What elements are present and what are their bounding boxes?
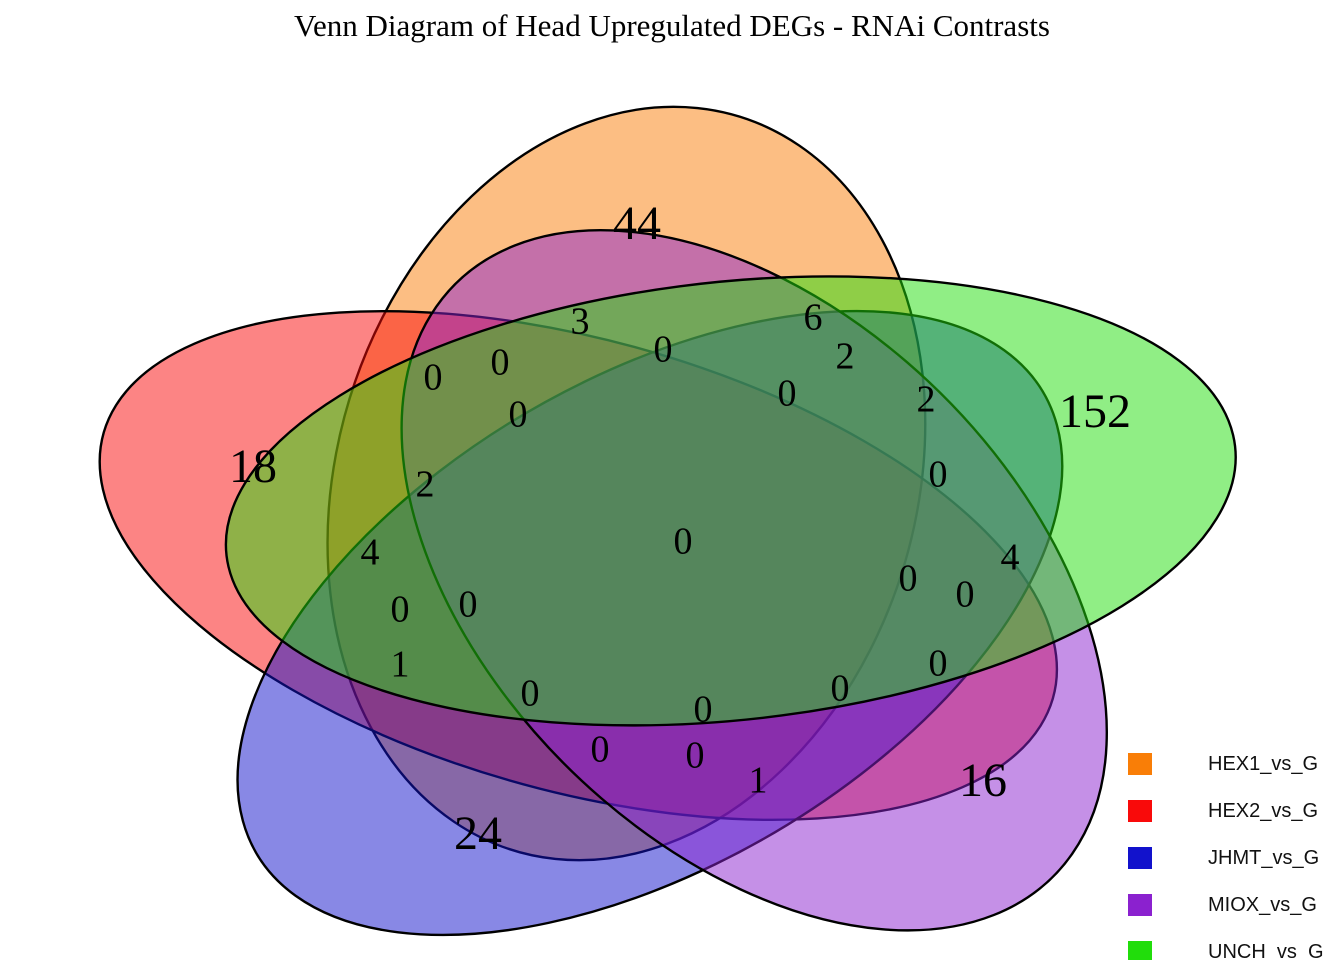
region-count-hex2-jhmt-miox-unch: 0 bbox=[899, 557, 918, 599]
region-count-miox: 16 bbox=[959, 754, 1007, 807]
region-count-hex1-jhmt-miox-unch: 0 bbox=[778, 372, 797, 414]
legend-label-hex2: HEX2_vs_G bbox=[1208, 799, 1319, 822]
region-count-hex1-jhmt-unch: 2 bbox=[836, 335, 855, 377]
region-count-hex1-jhmt: 0 bbox=[591, 728, 610, 770]
region-count-hex1-hex2-miox-unch: 0 bbox=[509, 393, 528, 435]
region-count-jhmt-miox: 1 bbox=[749, 759, 768, 801]
legend-item-unch: UNCH_vs_G bbox=[1128, 940, 1344, 960]
region-count-hex1-hex2-jhmt-miox: 0 bbox=[694, 688, 713, 730]
region-count-hex2: 18 bbox=[229, 440, 277, 493]
region-count-hex1-hex2-jhmt-unch: 0 bbox=[459, 583, 478, 625]
region-count-hex1-hex2-miox: 0 bbox=[491, 341, 510, 383]
legend-item-miox: MIOX_vs_G bbox=[1128, 893, 1344, 917]
region-count-hex1-jhmt-miox: 0 bbox=[686, 734, 705, 776]
legend-label-miox: MIOX_vs_G bbox=[1208, 893, 1317, 916]
region-count-hex2-unch: 4 bbox=[361, 531, 380, 573]
region-count-hex1-miox: 3 bbox=[571, 300, 590, 342]
region-count-jhmt-miox-unch: 0 bbox=[929, 453, 948, 495]
legend-label-unch: UNCH_vs_G bbox=[1208, 940, 1324, 960]
region-count-hex2-miox-unch: 0 bbox=[956, 573, 975, 615]
region-count-hex2-miox: 0 bbox=[929, 642, 948, 684]
region-count-hex1-hex2-jhmt-miox-unch: 0 bbox=[674, 520, 693, 562]
legend-item-hex1: HEX1_vs_G bbox=[1128, 752, 1344, 776]
region-count-miox-unch: 4 bbox=[1001, 536, 1020, 578]
chart-title: Venn Diagram of Head Upregulated DEGs - … bbox=[294, 8, 1050, 43]
region-count-hex1-hex2: 0 bbox=[424, 356, 443, 398]
legend-swatch-jhmt bbox=[1128, 847, 1152, 869]
region-count-hex2-jhmt-miox: 0 bbox=[831, 667, 850, 709]
region-count-hex1-unch: 6 bbox=[804, 296, 823, 338]
legend-swatch-miox bbox=[1128, 894, 1152, 916]
legend-item-hex2: HEX2_vs_G bbox=[1128, 799, 1344, 823]
region-count-hex1-hex2-jhmt: 0 bbox=[521, 672, 540, 714]
region-count-jhmt: 24 bbox=[454, 807, 502, 860]
region-count-hex1: 44 bbox=[613, 197, 661, 250]
legend-swatch-hex1 bbox=[1128, 753, 1152, 775]
legend-swatch-hex2 bbox=[1128, 800, 1152, 822]
region-count-hex2-jhmt: 1 bbox=[391, 643, 410, 685]
legend-swatch-unch bbox=[1128, 941, 1152, 960]
region-count-jhmt-unch: 2 bbox=[917, 378, 936, 420]
legend-item-jhmt: JHMT_vs_G bbox=[1128, 846, 1344, 870]
region-count-hex2-jhmt-unch: 0 bbox=[391, 588, 410, 630]
venn-ellipse-unch bbox=[178, 220, 1284, 781]
legend-label-hex1: HEX1_vs_G bbox=[1208, 752, 1319, 775]
legend: HEX1_vs_G HEX2_vs_G JHMT_vs_G MIOX_vs_G UNCH… bbox=[1128, 752, 1344, 960]
region-count-unch: 152 bbox=[1059, 385, 1131, 438]
region-count-hex1-hex2-unch: 2 bbox=[416, 463, 435, 505]
region-count-hex1-miox-unch: 0 bbox=[654, 328, 673, 370]
legend-label-jhmt: JHMT_vs_G bbox=[1208, 846, 1320, 869]
